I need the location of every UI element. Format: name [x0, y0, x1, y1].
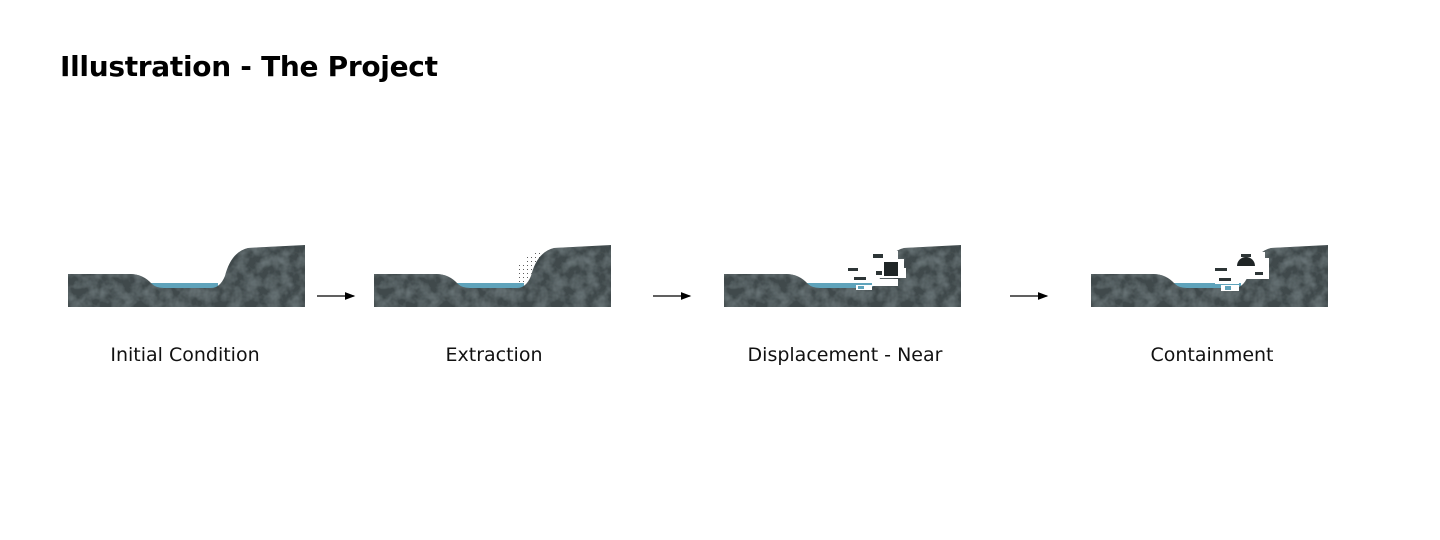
- page-title: Illustration - The Project: [60, 50, 438, 83]
- stage-displacement-near: [724, 245, 961, 307]
- containment-blocks: [1211, 252, 1269, 291]
- stage-initial-condition: [68, 245, 305, 307]
- extracted-area: [519, 251, 540, 285]
- terrain: [68, 245, 305, 307]
- stage-containment: [1091, 245, 1328, 307]
- terrain: [724, 245, 961, 307]
- stage-label-containment: Containment: [1150, 344, 1274, 366]
- stage-extraction: [374, 245, 611, 307]
- stage-label-displacement-near: Displacement - Near: [747, 344, 943, 366]
- stage-label-extraction: Extraction: [445, 344, 543, 366]
- terrain: [1091, 245, 1328, 307]
- displaced-blocks: [844, 251, 906, 290]
- stage-label-initial-condition: Initial Condition: [110, 344, 260, 366]
- terrain: [374, 245, 611, 307]
